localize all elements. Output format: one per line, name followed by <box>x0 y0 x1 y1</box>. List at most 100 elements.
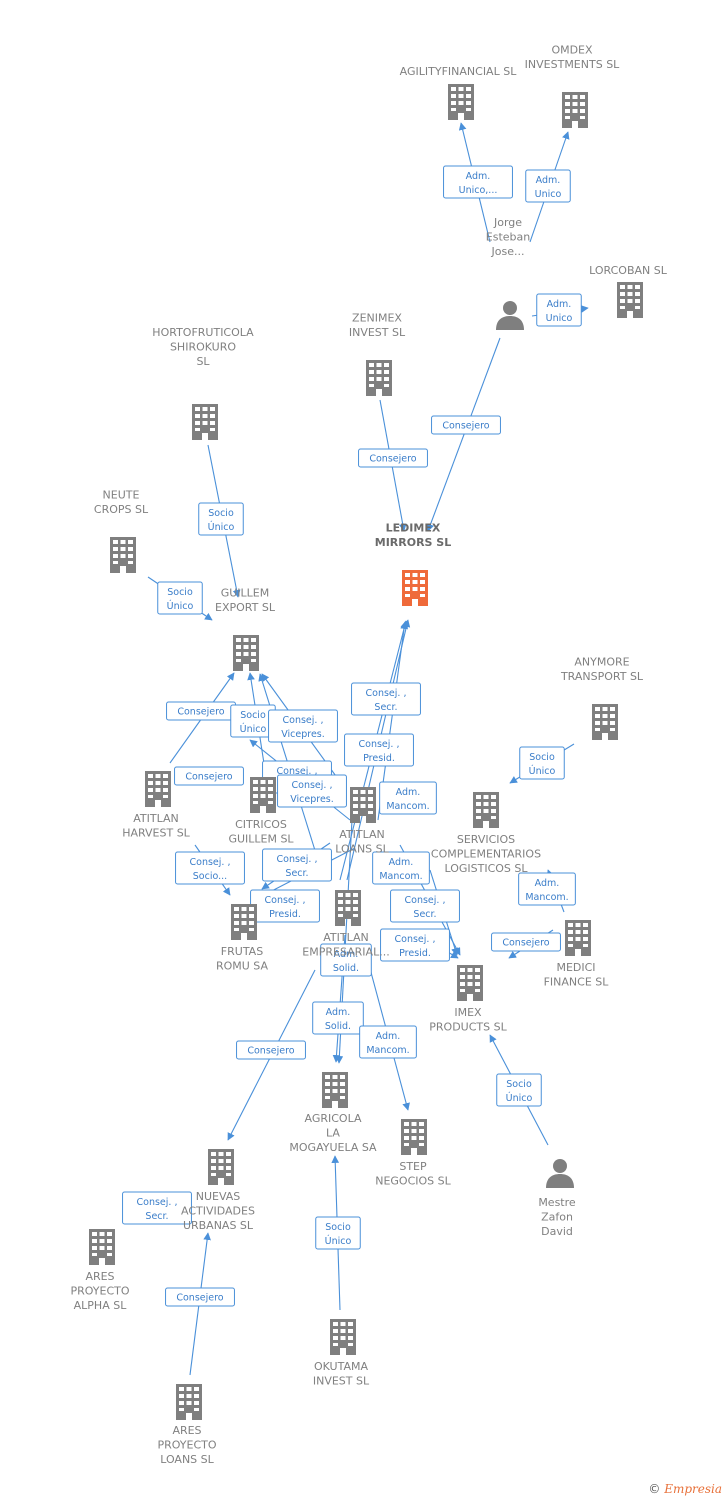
edge-label-text: Secr. <box>285 868 308 879</box>
node-jorge[interactable]: JorgeEstebanJose... <box>486 216 530 330</box>
edge-label-atitlan_harvest-to-frutas[interactable]: Consej. ,Socio... <box>175 851 245 885</box>
node-label: INVEST SL <box>349 326 406 339</box>
edge-label-atitlan_loans-to-agricola[interactable]: Adm.Solid. <box>312 1001 364 1035</box>
edge-label-jorge-to-agility[interactable]: Adm.Unico,... <box>443 165 513 199</box>
edge-label-text: Consejero <box>502 938 549 949</box>
edge-label-atitlan_emp-to-nuevas[interactable]: Consejero <box>236 1040 306 1060</box>
node-label: EMPRESARIAL... <box>302 946 389 959</box>
edge-label-text: Adm. <box>396 787 421 798</box>
edge-label-box <box>431 415 501 435</box>
edge-label-box <box>315 1216 361 1250</box>
edge-label-jorge-to-ledimex[interactable]: Consejero <box>431 415 501 435</box>
node-label: GUILLEM SL <box>228 833 294 846</box>
edge-label-text: Consej. , <box>277 766 318 777</box>
node-label: INVEST SL <box>313 1375 370 1388</box>
edge-label-box <box>344 733 414 767</box>
node-label: NEGOCIOS SL <box>375 1175 451 1188</box>
edge-label-text: Adm. <box>389 857 414 868</box>
edge-label-text: Consej. , <box>277 854 318 865</box>
node-label: LOGISTICOS SL <box>444 862 528 875</box>
edge-label-jorge-to-lorcoban[interactable]: Adm.Unico <box>536 293 582 327</box>
company-icon <box>89 1229 115 1265</box>
edge-label-text: Consej. , <box>395 934 436 945</box>
company-icon <box>335 890 361 926</box>
edge-label-ares_loans-to-nuevas[interactable]: Consejero <box>165 1287 235 1307</box>
node-label: SHIROKURO <box>170 341 236 354</box>
node-label: ZENIMEX <box>352 312 402 325</box>
node-agility[interactable]: AGILITYFINANCIAL SL <box>400 65 518 120</box>
edge-label-atitlan_emp-to-step[interactable]: Adm.Mancom. <box>359 1025 417 1059</box>
edge-label-nuevas-to-nuevas[interactable]: Consej. ,Secr. <box>122 1191 192 1225</box>
edge-label-text: Consejero <box>176 1293 223 1304</box>
edge-label-atitlan_emp-to-agricola[interactable]: Adm.Solid. <box>320 943 372 977</box>
edge-label-text: Consejero <box>369 454 416 465</box>
node-label: ARES <box>172 1424 201 1437</box>
company-icon <box>350 787 376 823</box>
company-icon <box>330 1319 356 1355</box>
edge-label-atitlan_loans-to-ledimex[interactable]: Adm.Mancom. <box>379 781 437 815</box>
company-icon <box>473 792 499 828</box>
edge-label-medici-to-imex[interactable]: Consejero <box>491 932 561 952</box>
edge-label-box <box>165 1287 235 1307</box>
edge-label-text: Único <box>208 521 235 533</box>
node-atitlan_emp[interactable]: ATITLANEMPRESARIAL... <box>302 890 390 959</box>
edge-label-medici-to-servicios[interactable]: Adm.Mancom. <box>518 872 576 906</box>
edge-label-atitlan_emp-to-frutas[interactable]: Consej. , Secr. <box>262 848 332 882</box>
edge-label-atitlan_loans-to-citricos[interactable]: Consej. ,Vicepres. <box>277 774 347 808</box>
edge-label-atitlan_loans-to-guillem[interactable]: Consej. ,Vicepres. <box>268 709 338 743</box>
edge-label-atitlan_loans-to-imex[interactable]: Adm.Mancom. <box>372 851 430 885</box>
node-lorcoban[interactable]: LORCOBAN SL <box>589 264 668 318</box>
node-label: ANYMORE <box>574 656 629 669</box>
edge-labels: Adm.Unico,...Adm.UnicoAdm.UnicoConsejero… <box>122 165 582 1307</box>
edge-label-text: Mancom. <box>366 1045 409 1056</box>
company-icon <box>617 282 643 318</box>
edge-label-box <box>320 943 372 977</box>
edge-label-text: Consejero <box>177 707 224 718</box>
edge-label-atitlan_emp-to-ledimex[interactable]: Consej. ,Presid. <box>344 733 414 767</box>
edge-label-jorge-to-omdex[interactable]: Adm.Unico <box>525 169 571 203</box>
node-label: PROYECTO <box>70 1285 129 1298</box>
node-label: EXPORT SL <box>215 601 276 614</box>
edge-label-zenimex-to-ledimex[interactable]: Consejero <box>358 448 428 468</box>
edge-label-atitlan_harvest-to-guillem[interactable]: Consejero <box>166 701 236 721</box>
edge-label-text: Secr. <box>374 702 397 713</box>
edge-label-atitlan_emp-to-imex[interactable]: Consej. ,Presid. <box>380 928 450 962</box>
brand-logo[interactable]: Empresia <box>664 1482 722 1496</box>
edge-label-atitlan_emp-to-imex[interactable]: Consej. ,Secr. <box>390 889 460 923</box>
edge-label-box <box>351 682 421 716</box>
edge-label-atitlan_emp-to-ledimex[interactable]: Consej. ,Secr. <box>351 682 421 716</box>
edge-label-text: Secr. <box>145 1211 168 1222</box>
company-icon <box>562 92 588 128</box>
edge-label-atitlan_loans-to-frutas[interactable]: Consej. ,Presid. <box>250 889 320 923</box>
edge-label-atitlan_harvest-to-citricos[interactable]: Consejero <box>174 766 244 786</box>
